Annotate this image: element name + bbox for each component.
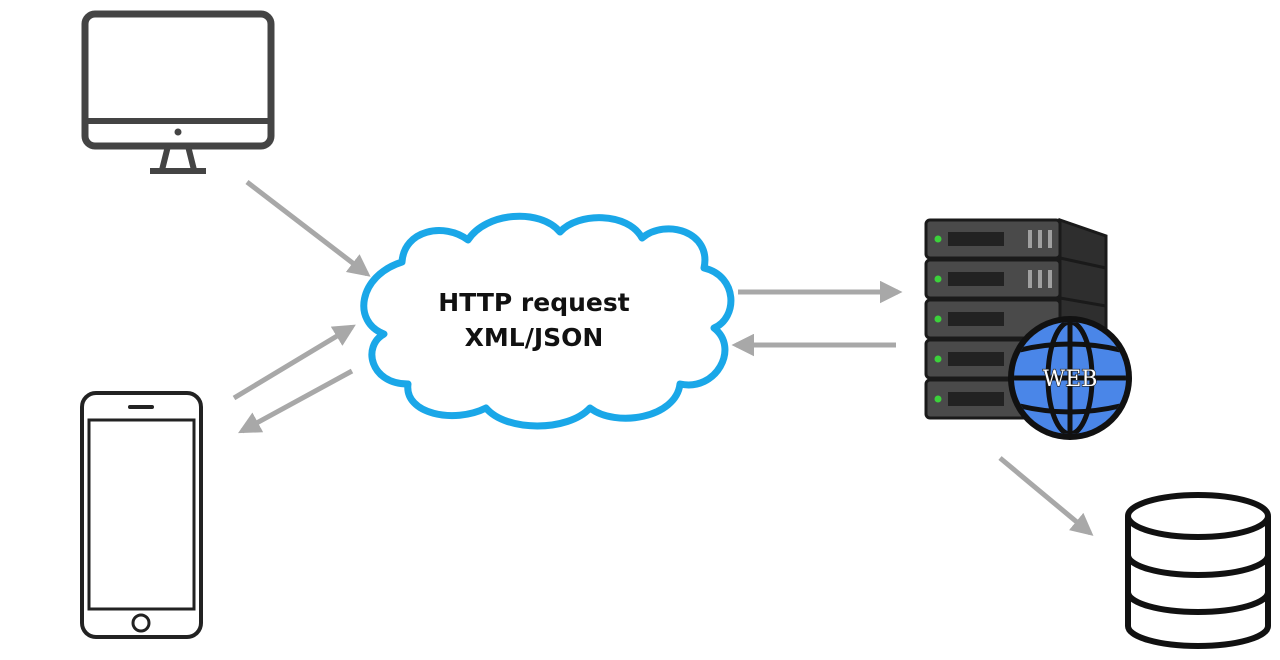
smartphone-icon [80,391,203,639]
arrow-server-to-database [998,456,1094,536]
cloud-icon: HTTP request XML/JSON [360,212,735,430]
globe-icon: WEB [1008,316,1132,440]
server-unit [924,258,1062,300]
globe-badge-label: WEB [1043,367,1098,392]
arrows [232,180,1094,536]
server-unit [924,218,1062,260]
arrow-phone-to-cloud [232,324,356,401]
arrow-desktop-to-cloud [245,180,371,277]
cloud-label-line1: HTTP request [438,288,629,317]
monitor-icon [81,10,275,174]
arrow-cloud-to-phone [238,368,354,434]
cloud-label-line2: XML/JSON [465,323,604,352]
database-icon [1125,492,1271,649]
